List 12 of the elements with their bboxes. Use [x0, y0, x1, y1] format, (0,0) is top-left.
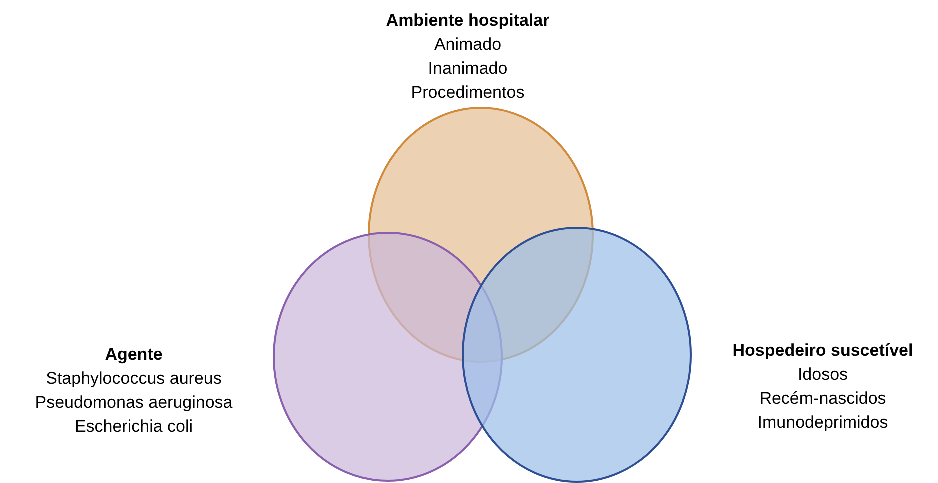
- list-item: Pseudomonas aeruginosa: [35, 392, 233, 414]
- list-item: Animado: [434, 34, 502, 56]
- list-item: Idosos: [798, 364, 848, 386]
- list-item: Staphylococcus aureus: [46, 368, 222, 390]
- circle-heading: Ambiente hospitalar: [386, 10, 550, 32]
- list-item: Recém-nascidos: [760, 388, 886, 410]
- circle-heading: Agente: [105, 344, 163, 366]
- circle-heading: Hospedeiro suscetível: [732, 340, 914, 362]
- list-item: Procedimentos: [411, 82, 525, 104]
- list-item: Imunodeprimidos: [758, 412, 888, 434]
- list-item: Escherichia coli: [74, 416, 194, 438]
- list-item: Inanimado: [428, 58, 508, 80]
